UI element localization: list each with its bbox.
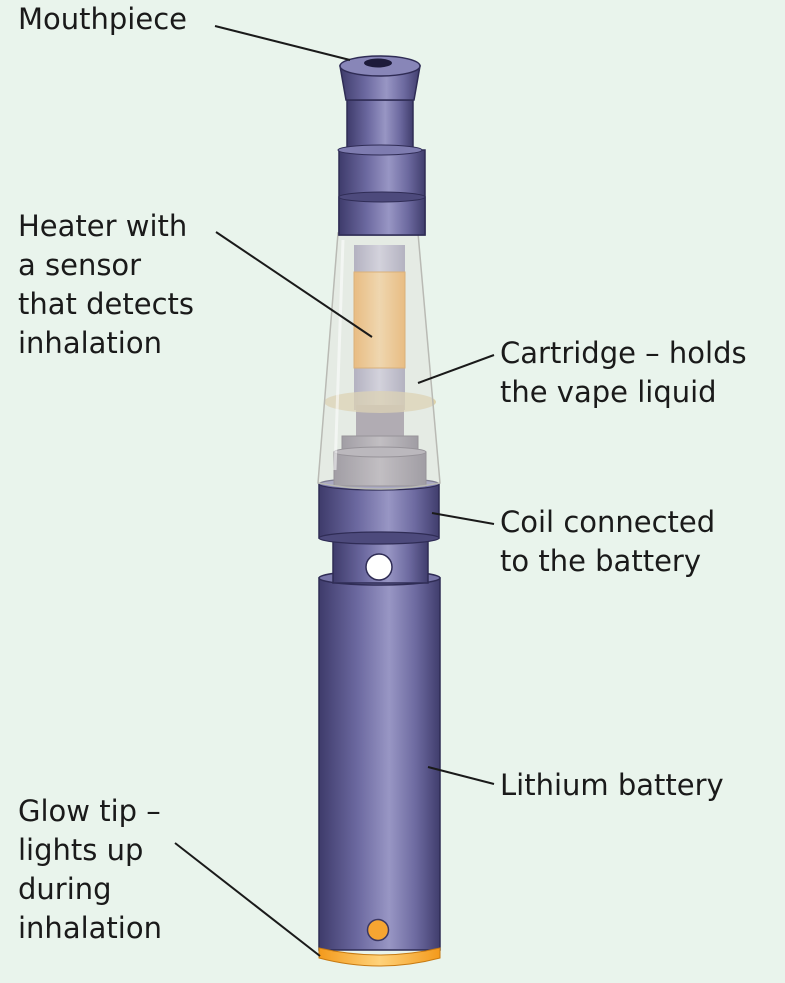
battery-leader <box>427 766 495 785</box>
label-line: to the battery <box>500 544 701 578</box>
cartridge-leader <box>417 354 495 384</box>
label-glow-tip: Glow tip – lights up during inhalation <box>18 792 162 948</box>
label-line: Cartridge – holds <box>500 336 747 370</box>
label-line: during <box>18 872 112 906</box>
air-hole <box>365 553 393 581</box>
mouthpiece-leader <box>214 25 351 61</box>
label-line: that detects <box>18 287 194 321</box>
glow-tip-leader <box>174 842 321 957</box>
label-cartridge: Cartridge – holds the vape liquid <box>500 334 747 412</box>
coil-leader <box>431 512 495 525</box>
coil-connector <box>318 477 440 545</box>
label-line: Lithium battery <box>500 768 724 802</box>
mouthpiece-opening <box>364 58 392 68</box>
label-line: inhalation <box>18 911 162 945</box>
label-heater: Heater with a sensor that detects inhala… <box>18 207 194 363</box>
label-line: lights up <box>18 833 144 867</box>
label-line: Coil connected <box>500 505 716 539</box>
label-line: Glow tip – <box>18 794 161 828</box>
glow-tip <box>318 947 441 967</box>
label-line: Mouthpiece <box>18 2 187 36</box>
label-mouthpiece: Mouthpiece <box>18 0 187 39</box>
battery-tube <box>318 570 441 951</box>
heater-wick <box>353 271 406 369</box>
glow-indicator-dot <box>366 918 390 942</box>
mouthpiece-part <box>337 55 426 236</box>
cartridge-shell <box>317 232 441 490</box>
label-line: the vape liquid <box>500 375 717 409</box>
cartridge-contents <box>324 245 436 487</box>
label-line: inhalation <box>18 326 162 360</box>
heater-leader <box>215 231 373 338</box>
label-battery: Lithium battery <box>500 766 724 805</box>
label-line: Heater with <box>18 209 188 243</box>
leader-lines <box>174 25 495 957</box>
label-coil: Coil connected to the battery <box>500 503 715 581</box>
label-line: a sensor <box>18 248 142 282</box>
